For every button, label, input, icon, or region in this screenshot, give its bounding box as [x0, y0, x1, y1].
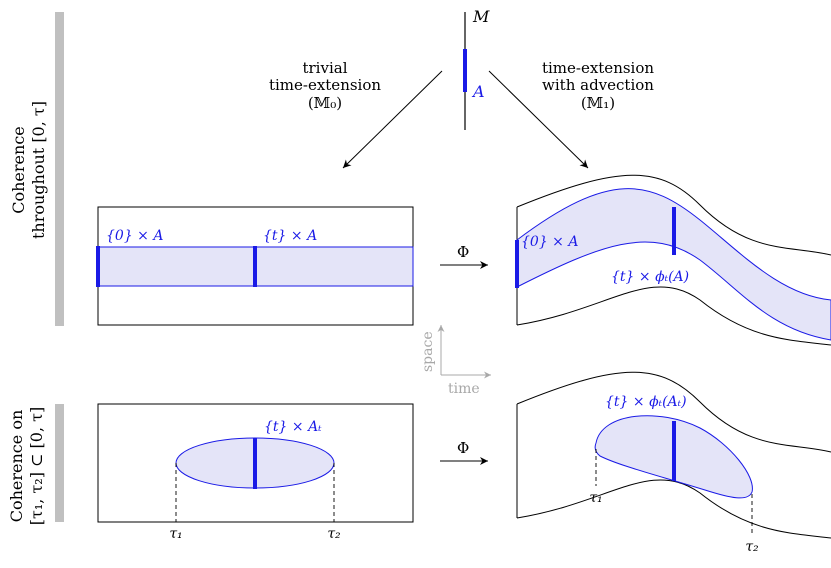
- trivial-line2: time-extension: [269, 76, 381, 94]
- side-bottom-line2: [τ₁, τ₂] ⊂ [0, τ]: [27, 407, 46, 525]
- label-tau1-left: τ₁: [169, 526, 182, 542]
- label-time: time: [448, 381, 480, 397]
- label-m: M: [472, 7, 490, 26]
- side-bar-top: [55, 12, 64, 326]
- label-set-0a-right: {0} × A: [521, 234, 578, 250]
- advect-line3: (𝕄₁): [581, 94, 615, 112]
- side-top-line1: Coherence: [9, 126, 28, 214]
- label-tau1-right: τ₁: [589, 490, 602, 506]
- label-set-ta-left: {t} × A: [263, 228, 317, 244]
- trivial-line1: trivial: [302, 59, 347, 77]
- top-right-advected-band: [516, 188, 831, 341]
- label-a: A: [471, 82, 485, 101]
- label-set-tat: {t} × Aₜ: [264, 419, 322, 435]
- advect-line1: time-extension: [542, 59, 654, 77]
- label-phi-bottom: Φ: [457, 439, 469, 457]
- arrow-trivial: [342, 70, 443, 169]
- label-set-tphia: {t} × ϕₜ(A): [611, 269, 689, 285]
- label-space: space: [420, 331, 436, 372]
- side-top-line2: throughout [0, τ]: [29, 101, 48, 239]
- label-set-tphiat: {t} × ϕₜ(Aₜ): [605, 394, 687, 410]
- top-right-upper-boundary: [516, 174, 831, 256]
- arrow-advection: [488, 70, 589, 169]
- trivial-line3: (𝕄₀): [308, 94, 342, 112]
- side-bar-bottom: [55, 404, 64, 522]
- label-phi-top: Φ: [457, 243, 469, 261]
- bottom-right-lower-boundary: [516, 479, 831, 539]
- label-tau2-right: τ₂: [745, 539, 759, 555]
- label-tau2-left: τ₂: [327, 526, 341, 542]
- side-bottom-line1: Coherence on: [7, 410, 26, 523]
- advect-line2: with advection: [542, 76, 654, 94]
- bottom-right-upper-boundary: [516, 371, 831, 453]
- top-right-lower-boundary: [516, 286, 831, 346]
- label-set-0a-left: {0} × A: [106, 228, 163, 244]
